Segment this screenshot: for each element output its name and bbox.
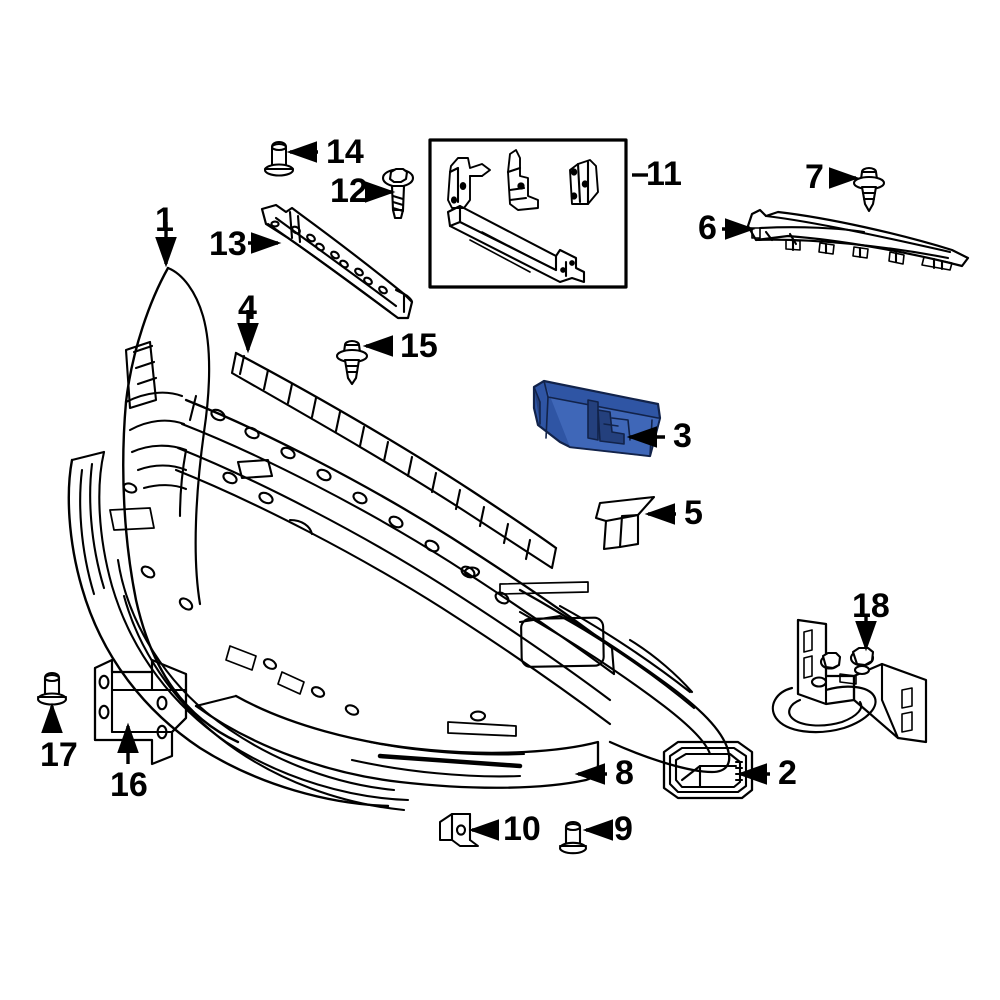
part-6-air-deflector-valance[interactable] bbox=[746, 208, 970, 271]
callout-6[interactable]: 6 bbox=[698, 209, 717, 247]
callout-16[interactable]: 16 bbox=[110, 766, 148, 804]
callout-14[interactable]: 14 bbox=[326, 133, 364, 171]
callout-18[interactable]: 18 bbox=[852, 587, 890, 625]
callout-2[interactable]: 2 bbox=[778, 754, 797, 792]
callout-17[interactable]: 17 bbox=[40, 736, 78, 774]
callout-12[interactable]: 12 bbox=[330, 172, 368, 210]
callout-8[interactable]: 8 bbox=[615, 754, 634, 792]
part-11-air-deflector-kit[interactable] bbox=[428, 138, 628, 289]
bumper-beam-lower-rail bbox=[174, 446, 612, 726]
callout-11[interactable]: 11 bbox=[646, 155, 682, 193]
callout-4[interactable]: 4 bbox=[238, 289, 257, 327]
part-7-push-pin-retainer[interactable] bbox=[852, 166, 886, 213]
part-10-retainer-clip[interactable] bbox=[439, 812, 479, 847]
part-17-bolt-pin[interactable] bbox=[36, 671, 68, 706]
callout-13[interactable]: 13 bbox=[209, 225, 247, 263]
part-5-bumper-support-bracket[interactable] bbox=[594, 495, 656, 551]
callout-leader-lines bbox=[41, 141, 877, 841]
callout-10[interactable]: 10 bbox=[503, 810, 541, 848]
callout-7[interactable]: 7 bbox=[805, 158, 824, 196]
callout-9[interactable]: 9 bbox=[614, 810, 633, 848]
part-18-tow-hook-bracket-assembly[interactable] bbox=[771, 618, 928, 744]
callout-1[interactable]: 1 bbox=[155, 201, 174, 239]
part-15-push-pin-fastener[interactable] bbox=[335, 339, 369, 386]
part-9-rivet-pin[interactable] bbox=[558, 820, 588, 855]
bumper-face-bar[interactable] bbox=[67, 450, 410, 808]
part-16-bumper-mounting-bracket[interactable] bbox=[93, 658, 188, 766]
callout-3[interactable]: 3 bbox=[673, 417, 692, 455]
part-4-bumper-upper-valance[interactable] bbox=[230, 351, 558, 570]
callout-15[interactable]: 15 bbox=[400, 327, 438, 365]
part-14-bumper-stud-pin[interactable] bbox=[263, 141, 295, 177]
callout-5[interactable]: 5 bbox=[684, 494, 703, 532]
bumper-right-end[interactable] bbox=[463, 566, 731, 774]
